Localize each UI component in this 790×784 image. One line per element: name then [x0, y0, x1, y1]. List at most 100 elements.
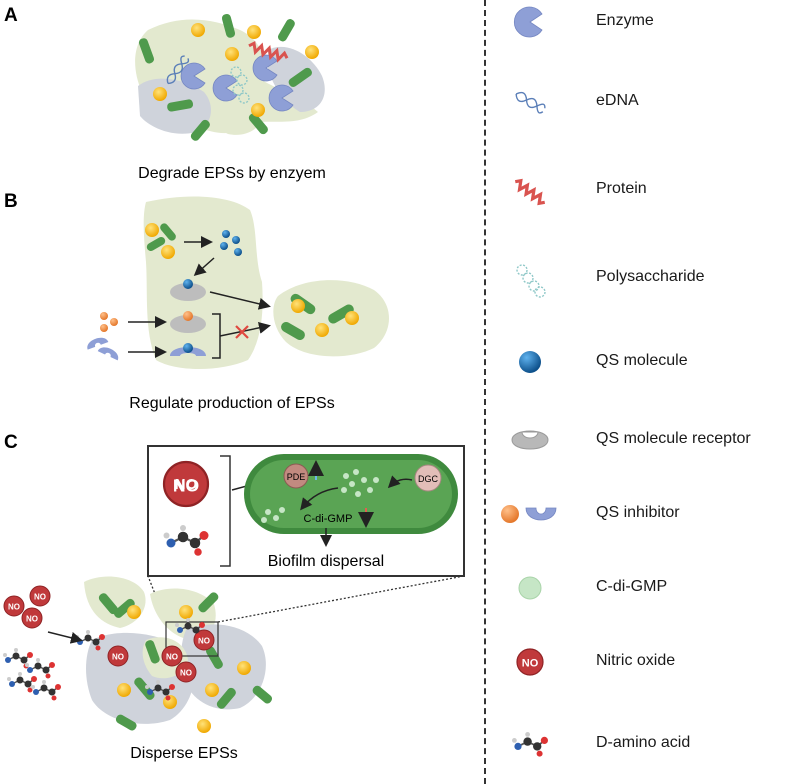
zoom-box: [165, 621, 219, 657]
bacterium: [278, 19, 295, 42]
edna-strand: [166, 55, 190, 85]
panel-a-illustration: [135, 14, 325, 141]
eps-sphere: [251, 103, 265, 117]
no-molecule: [21, 607, 43, 629]
zoom-line: [217, 575, 465, 623]
pde-enzyme: [283, 463, 309, 489]
legend-label: C-di-GMP: [596, 578, 668, 595]
nitric-oxide-badge: NO: [522, 658, 539, 670]
legend-item-edna: eDNA: [500, 82, 790, 122]
panel-b-letter: B: [4, 191, 18, 212]
bacterium: [146, 237, 166, 251]
bacterium: [138, 38, 155, 64]
d-amino-acid-molecule: [6, 671, 38, 694]
edna-icon: [515, 91, 546, 114]
eps-sphere: [179, 605, 193, 619]
bacterium: [160, 223, 176, 241]
inset-bracket: [220, 455, 231, 567]
bacterium: [98, 593, 118, 615]
legend-label: Nitric oxide: [596, 652, 676, 669]
legend-label: QS molecule: [596, 352, 688, 369]
eps-sphere: [191, 23, 205, 37]
c-di-gmp-icon: [518, 576, 542, 600]
legend-item-protein: Protein: [500, 170, 790, 210]
legend-label: Enzyme: [596, 12, 654, 29]
panel-a-letter: A: [4, 5, 18, 26]
eps-sphere: [205, 683, 219, 697]
legend-label: QS molecule receptor: [596, 430, 751, 447]
panel-c-caption: Disperse EPSs: [130, 745, 238, 762]
biofilm-dispersal-title: Biofilm dispersal: [268, 553, 384, 570]
arrow: [300, 487, 339, 511]
qs-inhibitor-group: [87, 312, 119, 361]
bacterium: [145, 640, 160, 664]
legend-item-d-amino-acid: D-amino acid: [500, 724, 790, 764]
eps-sphere: [345, 311, 359, 325]
d-amino-acid-molecule: [24, 657, 56, 680]
bacterium: [288, 67, 312, 87]
eps-sphere: [161, 245, 175, 259]
protein-chain: [248, 40, 289, 63]
inset-no-label: NO: [175, 476, 198, 493]
enzyme-icon: [513, 6, 543, 38]
panel-b-caption: Regulate production of EPSs: [129, 395, 334, 412]
no-molecule: [175, 661, 197, 683]
dgc-enzyme: [414, 464, 442, 492]
qs-molecule: [183, 279, 193, 289]
legend-label: D-amino acid: [596, 734, 691, 751]
no-molecule: [29, 585, 51, 607]
d-amino-acid-icon: [512, 732, 548, 757]
arrow: [209, 291, 271, 310]
legend-item-qs-molecule: QS molecule: [500, 342, 790, 382]
bacterium: [216, 687, 236, 709]
legend-label: eDNA: [596, 92, 639, 109]
bacterium: [167, 99, 194, 112]
legend-item-polysaccharide: Polysaccharide: [500, 258, 790, 298]
no-molecule: [107, 645, 129, 667]
panel-a-caption: Degrade EPSs by enzyem: [138, 165, 326, 182]
protein-icon: [514, 178, 546, 206]
bacterium: [281, 322, 305, 340]
eps-sphere: [117, 683, 131, 697]
dgc-label: DGC: [418, 474, 439, 484]
qs-inhibitor: [183, 311, 193, 321]
eps-sphere: [225, 47, 239, 61]
eps-sphere: [291, 299, 305, 313]
legend-item-nitric-oxide: NO Nitric oxide: [500, 642, 790, 682]
qs-receptor: [170, 315, 206, 333]
bacterium: [248, 113, 268, 135]
no-molecule: [3, 595, 25, 617]
qs-receptor-icon: [511, 430, 549, 450]
panel-b-illustration: [87, 196, 389, 369]
legend-label: Polysaccharide: [596, 268, 705, 285]
bacterium: [252, 685, 273, 704]
block-x-mark: [235, 325, 249, 339]
polysaccharide-icon: [516, 264, 546, 298]
qs-inhibitor-icon: [501, 505, 557, 523]
qs-molecule-icon: [519, 351, 541, 373]
bacterium: [113, 598, 135, 618]
legend-item-enzyme: Enzyme: [500, 2, 790, 42]
eps-sphere: [305, 45, 319, 59]
bacterium: [198, 592, 219, 613]
eps-sphere: [197, 719, 211, 733]
legend-item-qs-receptor: QS molecule receptor: [500, 420, 790, 460]
bacterium: [206, 646, 223, 669]
legend-item-qs-inhibitor: QS inhibitor: [500, 494, 790, 534]
c-di-gmp-cluster: [261, 469, 379, 523]
bacterium: [221, 14, 236, 38]
eps-sphere: [247, 25, 261, 39]
d-amino-acid-molecule: [30, 679, 62, 702]
bacterium: [190, 119, 210, 141]
eps-sphere: [315, 323, 329, 337]
pde-label: PDE: [287, 472, 306, 482]
bacterium: [328, 304, 354, 324]
matrix-blob-green: [84, 576, 146, 628]
bacterium: [115, 714, 137, 731]
qs-receptor: [170, 283, 206, 301]
panel-c-letter: C: [4, 432, 18, 453]
no-molecule: [161, 645, 183, 667]
panel-c-illustration: [2, 576, 273, 733]
